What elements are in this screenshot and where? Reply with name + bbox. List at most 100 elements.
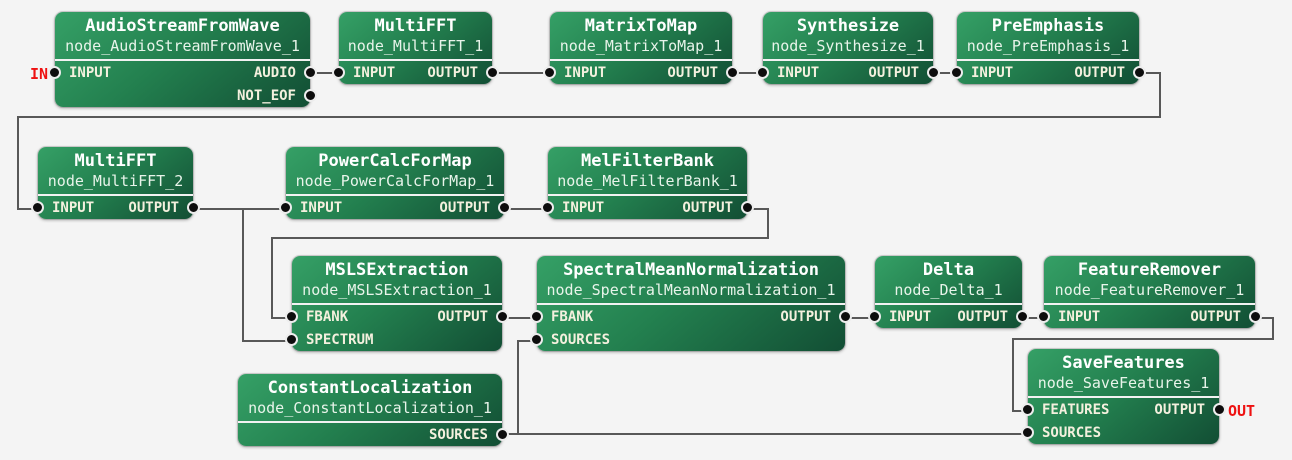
port-label-input: INPUT (889, 308, 932, 325)
output-port-output[interactable] (496, 310, 509, 323)
input-port-fbank[interactable] (530, 310, 543, 323)
input-port-input[interactable] (31, 201, 44, 214)
wire-node-constantlocalization-1-sources-to-node-spectralmeannormalization-1-sources (517, 340, 537, 434)
node-subtitle: node_AudioStreamFromWave_1 (65, 37, 300, 55)
input-port-input[interactable] (48, 66, 61, 79)
node-title: Delta (922, 260, 975, 280)
input-port-sources[interactable] (530, 333, 543, 346)
node-title: MelFilterBank (580, 151, 715, 171)
output-port-output[interactable] (927, 66, 940, 79)
input-port-input[interactable] (868, 310, 881, 323)
output-port-output[interactable] (726, 66, 739, 79)
port-row: SOURCES (530, 328, 845, 351)
port-row: INPUT OUTPUT (868, 305, 1029, 328)
port-label-input: INPUT (1058, 308, 1101, 325)
output-port-sources[interactable] (496, 428, 509, 441)
node-title: MultiFFT (74, 151, 157, 171)
node-subtitle: node_SpectralMeanNormalization_1 (546, 281, 836, 299)
port-label-not-eof: NOT_EOF (236, 87, 296, 104)
node-subtitle: node_Delta_1 (894, 281, 1003, 299)
node-title: PowerCalcForMap (318, 151, 472, 171)
port-row: SPECTRUM (285, 328, 502, 351)
output-port-output[interactable] (498, 201, 511, 214)
input-port-input[interactable] (950, 66, 963, 79)
port-label-features: FEATURES (1042, 401, 1110, 418)
port-label-output: OUTPUT (439, 199, 490, 216)
port-label-input: INPUT (777, 64, 820, 81)
node-subtitle: node_MatrixToMap_1 (559, 37, 723, 55)
port-label-output: OUTPUT (957, 308, 1008, 325)
node-subtitle: node_MultiFFT_1 (347, 37, 484, 55)
output-port-not-eof[interactable] (304, 89, 317, 102)
port-label-output: OUTPUT (780, 308, 831, 325)
node-title: ConstantLocalization (267, 378, 473, 398)
input-port-sources[interactable] (1021, 426, 1034, 439)
port-label-output: OUTPUT (1074, 64, 1125, 81)
input-port-input[interactable] (541, 201, 554, 214)
output-port-output[interactable] (1213, 403, 1226, 416)
node-title: AudioStreamFromWave (85, 16, 280, 36)
node-title: SaveFeatures (1062, 353, 1185, 373)
port-label-spectrum: SPECTRUM (306, 331, 374, 348)
port-row: SOURCES (1021, 421, 1219, 444)
node-subtitle: node_PowerCalcForMap_1 (295, 172, 495, 190)
port-label-output: OUTPUT (682, 199, 733, 216)
output-port-output[interactable] (839, 310, 852, 323)
input-port-spectrum[interactable] (285, 333, 298, 346)
output-port-output[interactable] (1249, 310, 1262, 323)
output-port-output[interactable] (486, 66, 499, 79)
port-label-output: OUTPUT (868, 64, 919, 81)
input-port-input[interactable] (332, 66, 345, 79)
port-label-input: INPUT (300, 199, 343, 216)
wire-node-multifft-2-output-to-node-mslsextraction-1-spectrum (242, 209, 292, 342)
input-port-input[interactable] (279, 201, 292, 214)
output-port-output[interactable] (187, 201, 200, 214)
node-subtitle: node_MSLSExtraction_1 (302, 281, 492, 299)
node-title: MultiFFT (374, 16, 457, 36)
node-subtitle: node_FeatureRemover_1 (1054, 281, 1245, 299)
input-port-input[interactable] (756, 66, 769, 79)
output-port-output[interactable] (1133, 66, 1146, 79)
output-port-output[interactable] (1016, 310, 1029, 323)
output-port-output[interactable] (741, 201, 754, 214)
port-label-audio: AUDIO (253, 64, 296, 81)
input-port-features[interactable] (1021, 403, 1034, 416)
port-label-input: INPUT (353, 64, 396, 81)
output-port-audio[interactable] (304, 66, 317, 79)
input-port-input[interactable] (543, 66, 556, 79)
node-subtitle: node_PreEmphasis_1 (966, 37, 1130, 55)
port-label-input: INPUT (564, 64, 607, 81)
input-port-fbank[interactable] (285, 310, 298, 323)
input-port-input[interactable] (1037, 310, 1050, 323)
terminal-label-out: OUT (1228, 402, 1256, 420)
